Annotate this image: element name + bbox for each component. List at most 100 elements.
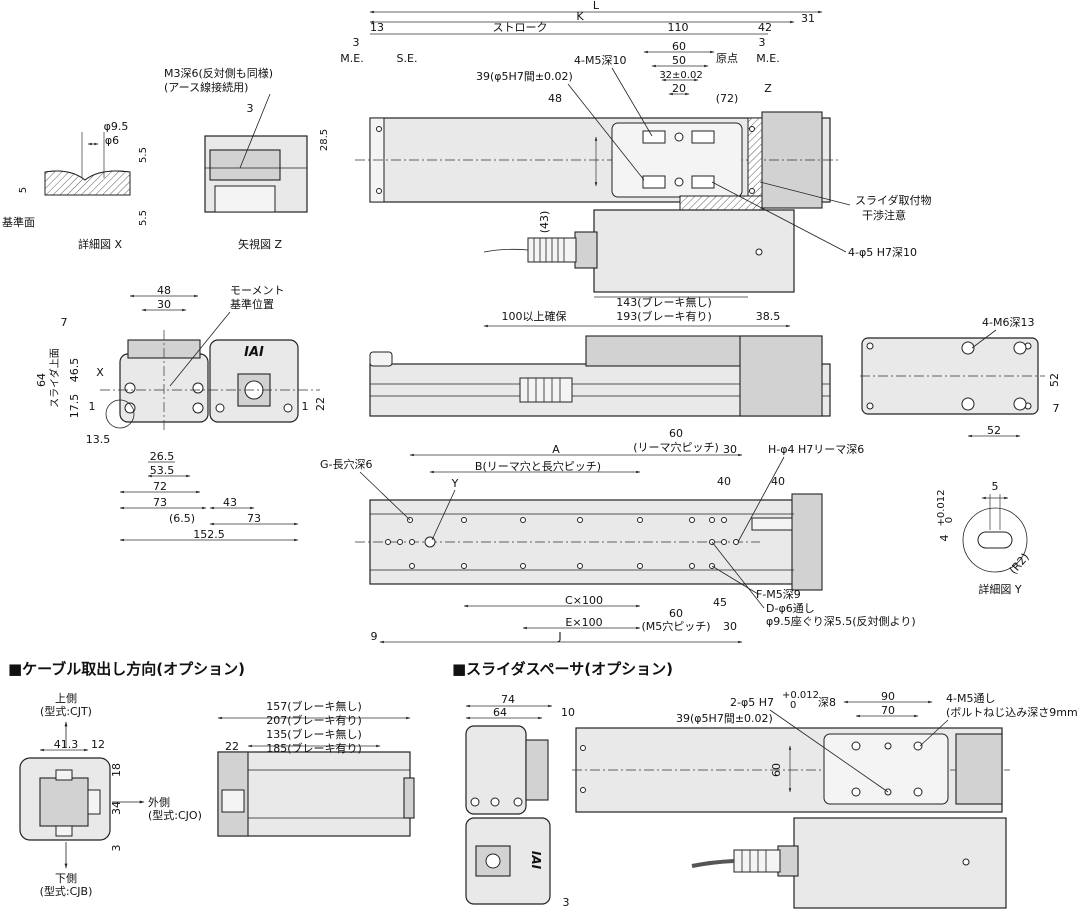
label-spacer-pin-pitch: 39(φ5H7間±0.02) — [676, 712, 773, 725]
view-z: M3深6(反対側も同様) (アース線接続用) 3 矢視図 Z — [164, 66, 308, 251]
dim-end-13-5: 13.5 — [86, 433, 111, 446]
dim-42: 42 — [758, 21, 772, 34]
dim-end-73b: 73 — [247, 512, 261, 525]
label-cable-bottom: 下側 — [55, 872, 77, 885]
dim-bottom-60: 60 — [669, 607, 683, 620]
dim-end-1b: 1 — [302, 400, 309, 413]
dim-spacer-74: 74 — [501, 693, 515, 706]
dim-cable-185: 185(ブレーキ有り) — [266, 741, 362, 755]
dim-end-64: 64 — [35, 373, 48, 387]
side-view — [369, 335, 831, 417]
dim-cable-3: 3 — [110, 845, 123, 852]
dim-72: (72) — [716, 92, 739, 105]
dim-38-5: 38.5 — [756, 310, 781, 323]
detail-y: 5 +0.012 0 4 (R2) 詳細図 Y — [936, 480, 1032, 596]
dim-end-72: 72 — [153, 480, 167, 493]
dim-detail-y-tol0: 0 — [944, 517, 955, 523]
dim-end-17-5: 17.5 — [68, 394, 81, 419]
dim-detail-y-4: 4 — [938, 535, 951, 542]
spacer-option: ■スライダスペーサ(オプション) 74 64 10 IAI 3 2-φ5 H7 … — [452, 660, 1079, 909]
dim-end-30: 30 — [157, 298, 171, 311]
dim-bottom-30a: 30 — [723, 443, 737, 456]
cable — [483, 248, 529, 253]
label-cable-top-type: (型式:CJT) — [40, 704, 92, 718]
dim-K: K — [576, 10, 584, 23]
cable-gland — [527, 237, 577, 263]
label-counterbore: φ9.5座ぐり深5.5(反対側より) — [766, 614, 916, 628]
label-m6: 4-M6深13 — [982, 316, 1034, 329]
dim-j: J — [557, 630, 561, 643]
label-y: Y — [451, 477, 459, 490]
dim-3-left: 3 — [353, 36, 360, 49]
label-interference-1: スライダ取付物 — [855, 193, 932, 207]
dim-z-3: 3 — [247, 102, 254, 115]
label-moment: モーメント — [230, 284, 285, 297]
dim-spacer-90: 90 — [881, 690, 895, 703]
dim-e100: E×100 — [565, 616, 602, 629]
dim-y-52b: 52 — [987, 424, 1001, 437]
dim-110: 110 — [668, 21, 689, 34]
header-slider-spacer: ■スライダスペーサ(オプション) — [452, 660, 673, 678]
label-m3: M3深6(反対側も同様) — [164, 66, 273, 80]
label-spacer-pin-tol0: 0 — [790, 700, 796, 711]
label-spacer-pin-tol: +0.012 — [782, 690, 819, 701]
label-me-left: M.E. — [340, 52, 363, 65]
motor-box — [593, 209, 795, 293]
dim-phi6: φ6 — [105, 134, 119, 147]
label-ref-surface: 基準面 — [2, 215, 35, 229]
label-me-right: M.E. — [756, 52, 779, 65]
dim-spacer-60: 60 — [770, 763, 783, 777]
dim-end-22: 22 — [314, 397, 327, 411]
dim-48: 48 — [548, 92, 562, 105]
dim-bottom-40b: 40 — [771, 475, 785, 488]
dim-13: 13 — [370, 21, 384, 34]
dim-y-52a: 52 — [1048, 373, 1061, 387]
dim-cable-34: 34 — [110, 801, 123, 815]
dim-cable-207: 207(ブレーキ有り) — [266, 713, 362, 727]
dim-5: 5 — [18, 187, 29, 193]
label-m3-ground: (アース線接続用) — [164, 80, 248, 94]
label-cable-top: 上側 — [55, 692, 77, 705]
label-pin-holes: 4-φ5 H7深10 — [848, 246, 917, 259]
label-spacer-m5-depth: (ボルトねじ込み深さ9mm) — [946, 706, 1079, 719]
dim-brake-off: 143(ブレーキ無し) — [616, 295, 712, 309]
label-reamer-pitch: (リーマ穴ピッチ) — [633, 440, 719, 454]
dim-end-46-5: 46.5 — [68, 358, 81, 383]
dim-detail-y-5: 5 — [992, 480, 999, 493]
label-z: Z — [764, 82, 772, 95]
label-spacer-pin-depth: 深8 — [818, 696, 836, 709]
label-m5-depth: 4-M5深10 — [574, 54, 626, 67]
dim-cable-22: 22 — [225, 740, 239, 753]
label-origin: 原点 — [716, 52, 738, 65]
detail-x: φ9.5 φ6 5.5 5.5 5 基準面 詳細図 X — [2, 120, 149, 251]
dim-3-right: 3 — [759, 36, 766, 49]
label-se: S.E. — [397, 52, 418, 65]
slider-m5-holes — [642, 130, 715, 189]
dim-32: 32±0.02 — [659, 70, 702, 81]
dim-cable-41-3: 41.3 — [54, 738, 79, 751]
label-cable-bottom-type: (型式:CJB) — [40, 884, 93, 898]
dim-50: 50 — [672, 54, 686, 67]
label-cable-out-type: (型式:CJO) — [148, 808, 202, 822]
header-cable-direction: ■ケーブル取出し方向(オプション) — [8, 660, 245, 678]
iai-logo: IAI — [244, 345, 264, 360]
caption-detail-y: 詳細図 Y — [978, 582, 1021, 596]
connector — [574, 231, 598, 269]
dim-end-43: 43 — [223, 496, 237, 509]
dim-end-48: 48 — [157, 284, 171, 297]
dim-28-5: 28.5 — [319, 129, 330, 151]
dim-end-7: 7 — [61, 316, 68, 329]
dim-43: (43) — [538, 211, 551, 234]
label-x: X — [96, 366, 104, 379]
dim-bottom-40a: 40 — [717, 475, 731, 488]
label-cable-out: 外側 — [148, 796, 170, 809]
dim-b: B(リーマ穴と長穴ピッチ) — [475, 459, 601, 473]
label-f-m5: F-M5深9 — [756, 588, 801, 601]
dim-brake-on: 193(ブレーキ有り) — [616, 309, 712, 323]
dim-5-5b: 5.5 — [138, 210, 149, 226]
dim-spacer-3: 3 — [563, 896, 570, 909]
top-view: L K 31 13 ストローク 110 42 3 M.E. S.E. 3 M.E… — [319, 0, 932, 328]
bottom-view: G-長穴深6 Y A B(リーマ穴と長穴ピッチ) 60 (リーマ穴ピッチ) 30… — [320, 427, 916, 644]
